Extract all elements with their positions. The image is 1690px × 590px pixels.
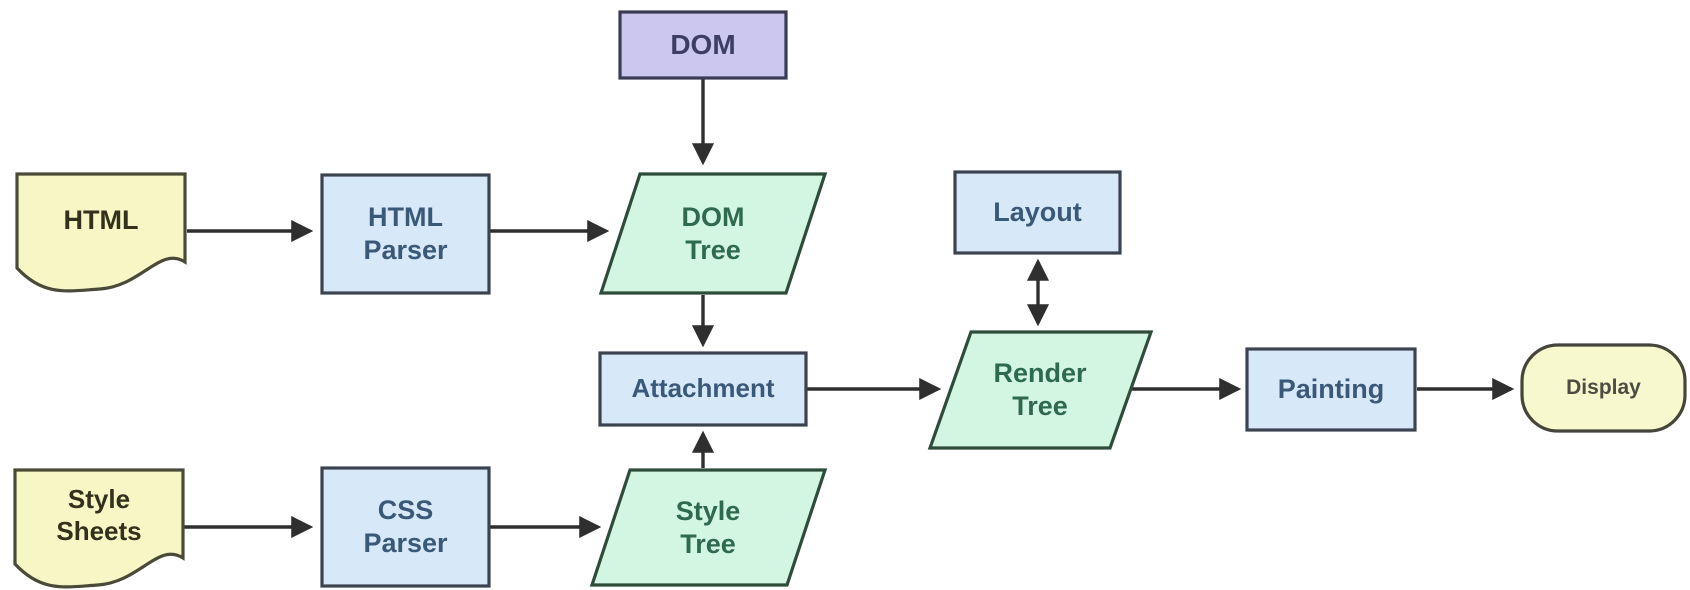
style-tree-parallelogram-shape [589,468,828,587]
style-sheets-document-shape [13,468,185,589]
attachment-box-shape [598,351,808,427]
painting-box-shape [1245,347,1417,432]
dom-tree-parallelogram-shape [598,172,828,295]
css-parser-box-shape [320,466,491,588]
display-terminator-shape [1520,343,1687,433]
html-parser-box-shape [320,173,491,295]
diagram-edges [184,79,1515,539]
render-tree-parallelogram-shape [927,330,1154,450]
dom-box-shape [618,10,788,80]
layout-box-shape [953,170,1122,255]
html-document-shape [15,172,187,293]
